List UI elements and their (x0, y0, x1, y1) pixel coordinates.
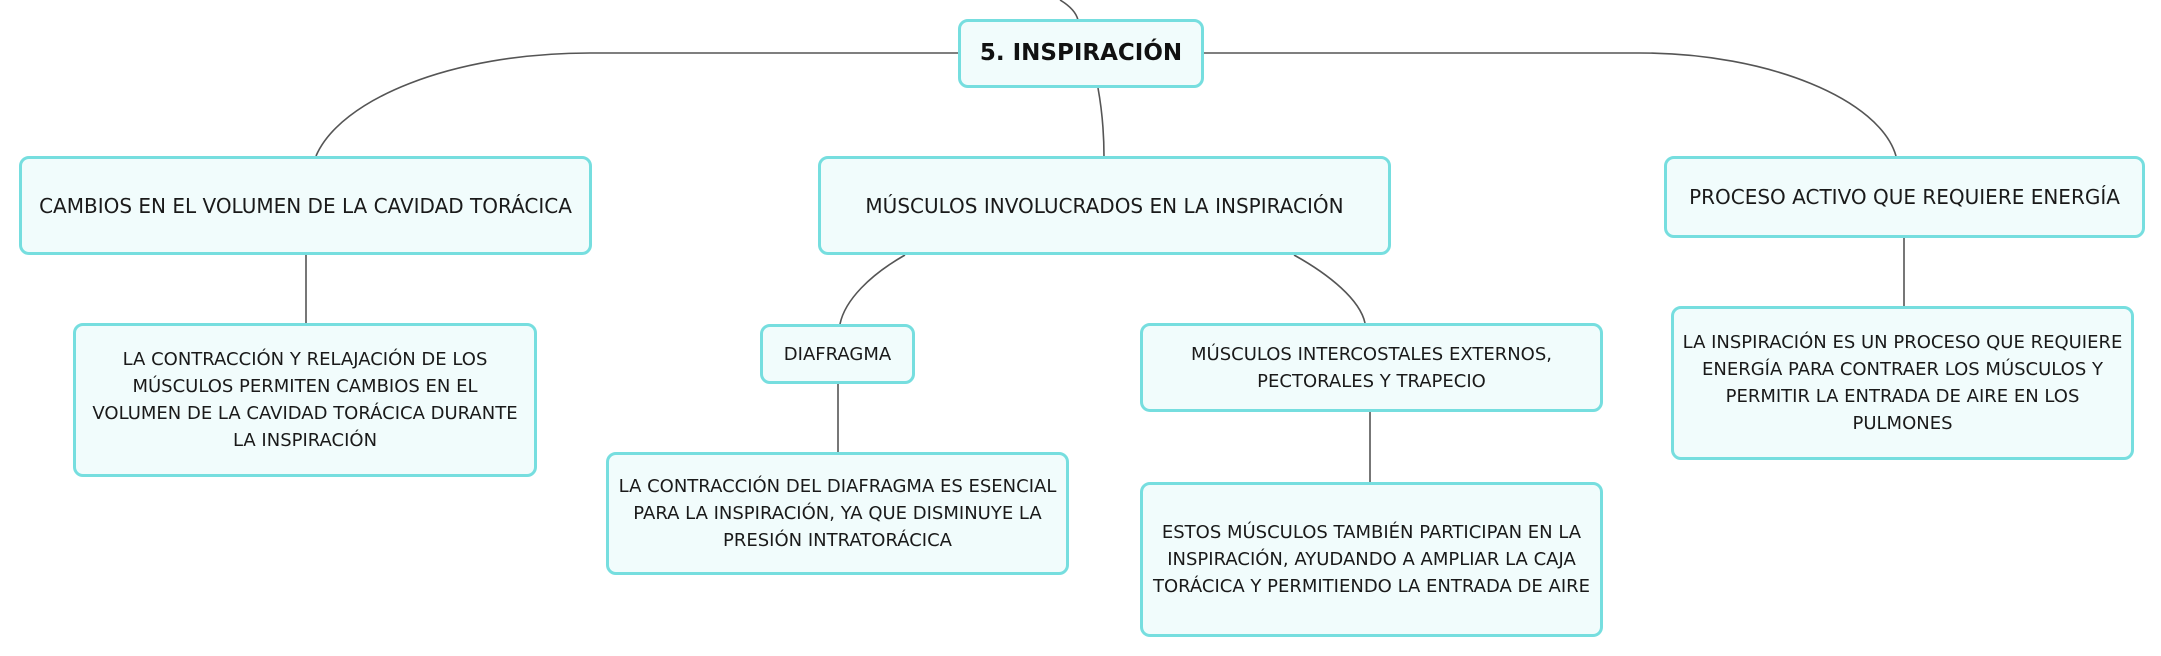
branch-volume-label: CAMBIOS EN EL VOLUMEN DE LA CAVIDAD TORÁ… (39, 193, 572, 218)
process-detail-node[interactable]: LA INSPIRACIÓN ES UN PROCESO QUE REQUIER… (1671, 306, 2134, 460)
root-node[interactable]: 5. INSPIRACIÓN (958, 19, 1204, 88)
diaphragm-detail-text: LA CONTRACCIÓN DEL DIAFRAGMA ES ESENCIAL… (618, 476, 1057, 551)
connector-root-to-process (1204, 52, 1897, 157)
branch-muscles-node[interactable]: MÚSCULOS INVOLUCRADOS EN LA INSPIRACIÓN (818, 156, 1391, 255)
diaphragm-detail-node[interactable]: LA CONTRACCIÓN DEL DIAFRAGMA ES ESENCIAL… (606, 452, 1069, 575)
branch-process-node[interactable]: PROCESO ACTIVO QUE REQUIERE ENERGÍA (1664, 156, 2145, 238)
diaphragm-node[interactable]: DIAFRAGMA (760, 324, 915, 384)
branch-process-label: PROCESO ACTIVO QUE REQUIERE ENERGÍA (1689, 185, 2120, 209)
intercostal-label: MÚSCULOS INTERCOSTALES EXTERNOS, PECTORA… (1191, 343, 1552, 392)
branch-volume-node[interactable]: CAMBIOS EN EL VOLUMEN DE LA CAVIDAD TORÁ… (19, 156, 592, 255)
intercostal-detail-node[interactable]: ESTOS MÚSCULOS TAMBIÉN PARTICIPAN EN LA … (1140, 482, 1603, 637)
diaphragm-label: DIAFRAGMA (783, 343, 892, 365)
connector-root-to-volume (315, 52, 958, 157)
root-node-label: 5. INSPIRACIÓN (979, 40, 1183, 67)
volume-detail-node[interactable]: LA CONTRACCIÓN Y RELAJACIÓN DE LOS MÚSCU… (73, 323, 537, 477)
branch-muscles-label: MÚSCULOS INVOLUCRADOS EN LA INSPIRACIÓN (865, 193, 1344, 218)
intercostal-detail-text: ESTOS MÚSCULOS TAMBIÉN PARTICIPAN EN LA … (1152, 522, 1591, 597)
intercostal-node[interactable]: MÚSCULOS INTERCOSTALES EXTERNOS, PECTORA… (1140, 323, 1603, 412)
connector-muscles-to-intercostal (1293, 254, 1366, 324)
process-detail-text: LA INSPIRACIÓN ES UN PROCESO QUE REQUIER… (1682, 332, 2123, 434)
connector-muscles-to-diaphragm (839, 254, 906, 325)
connector-root-to-muscles (1097, 87, 1105, 158)
volume-detail-text: LA CONTRACCIÓN Y RELAJACIÓN DE LOS MÚSCU… (92, 349, 518, 451)
connector-parent-to-root (1059, 0, 1079, 21)
